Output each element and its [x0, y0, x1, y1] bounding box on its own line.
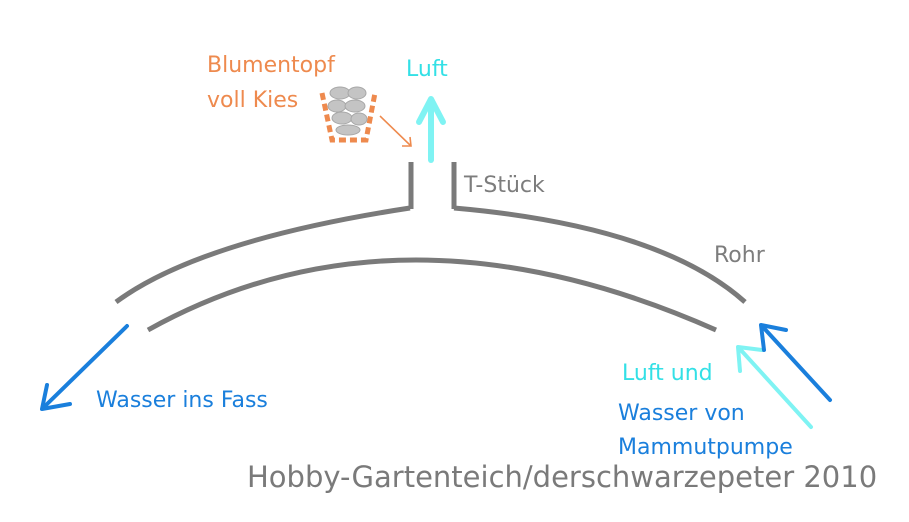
pipe-outer-right — [453, 205, 747, 304]
pipe-inner — [146, 257, 718, 333]
credit-text: Hobby-Gartenteich/derschwarzepeter 2010 — [247, 460, 878, 494]
label-wasser-von: Wasser von — [618, 401, 745, 426]
label-wasser-ins-fass: Wasser ins Fass — [96, 388, 268, 413]
pipe-outer-left — [114, 205, 411, 305]
water-in-arrow — [759, 323, 832, 402]
label-mammutpumpe: Mammutpumpe — [618, 435, 793, 460]
label-luft-und: Luft und — [622, 361, 713, 386]
label-blumentopf: Blumentopf — [207, 53, 335, 78]
pot-pointer-arrow — [379, 115, 412, 147]
label-voll-kies: voll Kies — [207, 88, 299, 113]
air-out-arrow — [416, 96, 446, 163]
pipe — [114, 162, 747, 333]
label-rohr: Rohr — [714, 243, 765, 268]
label-luft: Luft — [406, 57, 448, 82]
label-t-stueck: T-Stück — [464, 173, 545, 198]
gravel-pot-icon — [319, 86, 378, 143]
gravel-stones — [327, 86, 368, 136]
air-in-arrow — [736, 345, 813, 429]
pot-outline — [319, 92, 378, 143]
water-out-arrow — [40, 324, 129, 411]
